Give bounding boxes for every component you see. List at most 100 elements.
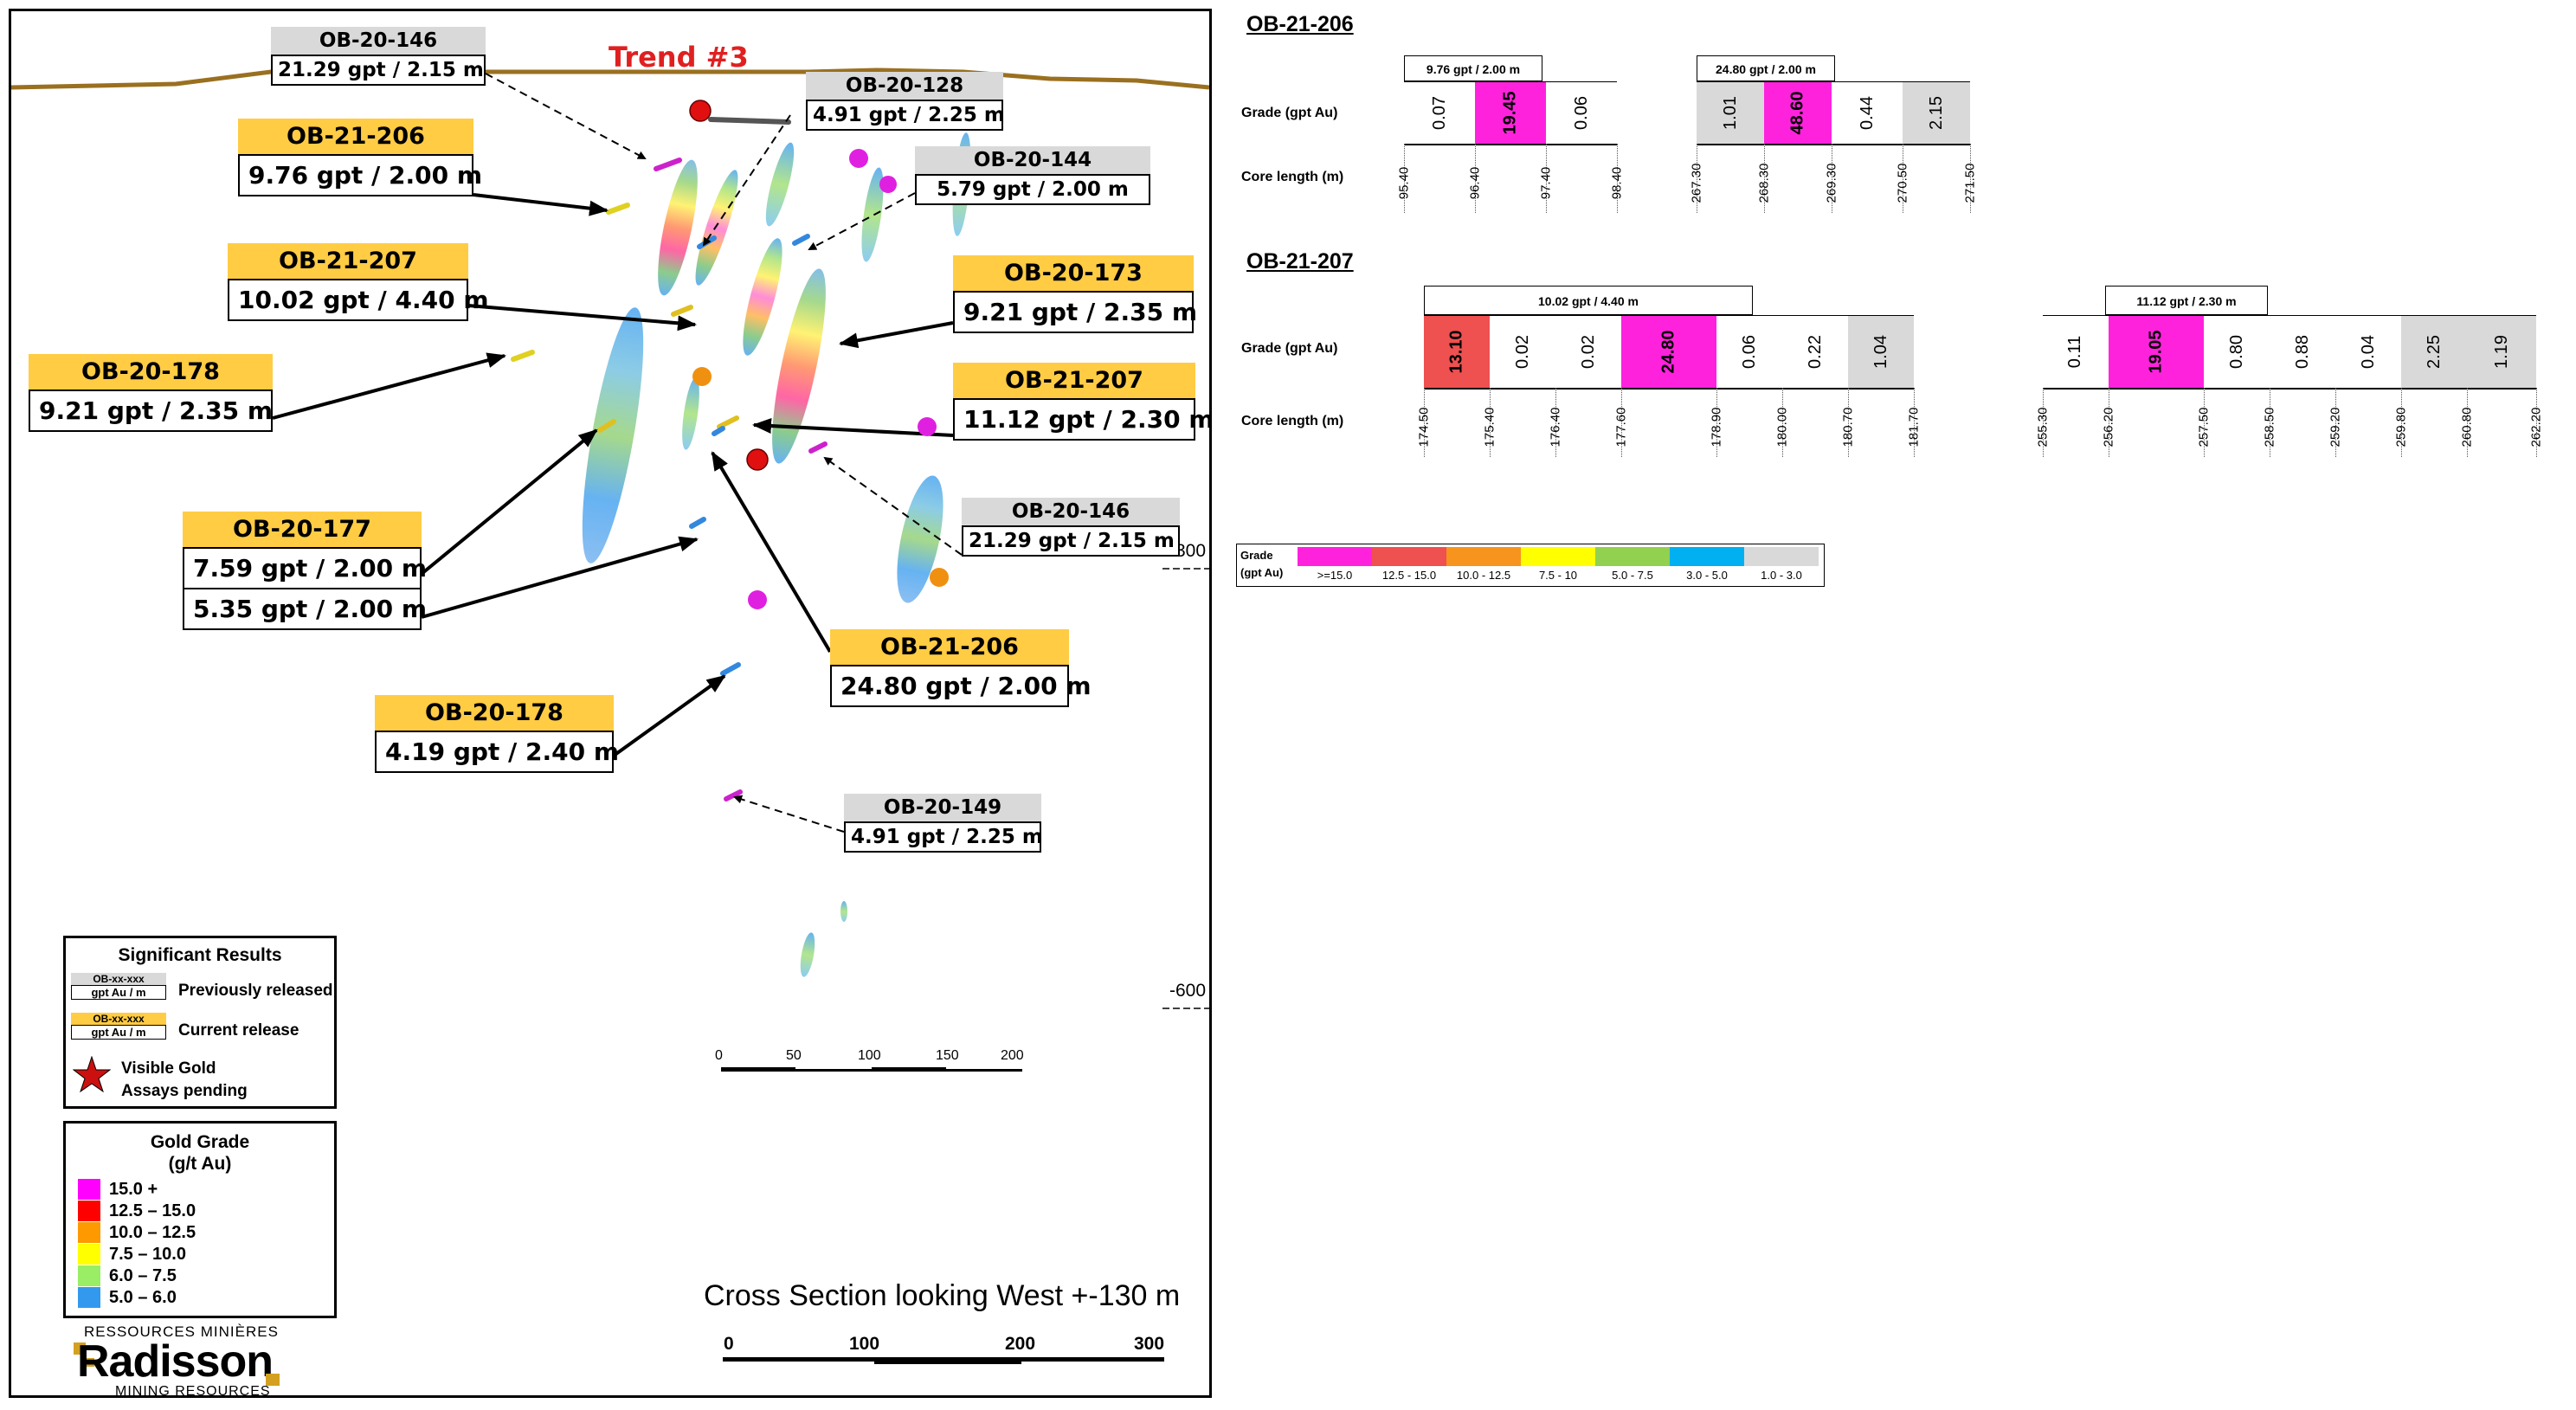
depth-value: 270.50 (1895, 163, 1910, 203)
depth-label: 178.90 (1708, 396, 1725, 457)
grade-swatch (78, 1222, 100, 1243)
grade-value: 0.88 (2292, 335, 2312, 369)
ore-body (765, 142, 795, 227)
grade-scale-label: 3.0 - 5.0 (1686, 569, 1728, 582)
callout-value: 21.29 gpt / 2.15 m (962, 525, 1180, 557)
scale-large-label: 100 (849, 1334, 880, 1354)
scale-large-label: 300 (1134, 1334, 1165, 1354)
grade-cell: 13.10 (1424, 316, 1490, 388)
depth-label: 95.40 (1395, 152, 1413, 213)
callout-value: 10.02 gpt / 4.40 m (228, 279, 489, 321)
sample-hole: OB-xx-xxx (71, 1013, 166, 1025)
grade-cell: 0.11 (2043, 316, 2109, 388)
depth-value: 267.30 (1689, 163, 1704, 203)
depth-value: 95.40 (1396, 166, 1412, 199)
row-grade-label: Grade (gpt Au) (1241, 341, 1338, 356)
intercept-mark (712, 426, 725, 436)
grade-cell: 0.02 (1555, 316, 1621, 388)
visible-gold-label: Visible Gold (121, 1059, 216, 1078)
depth-tick (1475, 144, 1476, 213)
callout-value: 11.12 gpt / 2.30 m (953, 398, 1209, 441)
depth-tick (2204, 388, 2205, 457)
logo-mark (86, 1358, 94, 1367)
grade-item: 5.0 – 6.0 (78, 1287, 177, 1308)
grade-item-label: 10.0 – 12.5 (109, 1222, 196, 1242)
depth-value: 258.50 (2262, 407, 2277, 447)
callout-arrow (702, 114, 791, 247)
callout-c11: OB-21-206 24.80 gpt / 2.00 m (830, 629, 1092, 707)
row-grade-label: Grade (gpt Au) (1241, 106, 1338, 120)
callout-value: 9.21 gpt / 2.35 m (953, 291, 1197, 333)
depth-label: 175.40 (1481, 396, 1498, 457)
logo-mark (266, 1374, 280, 1386)
ore-body (861, 167, 884, 262)
depth-value: 98.40 (1609, 166, 1625, 199)
depth-label: 262.20 (2528, 396, 2545, 457)
legend-grade-unit: (g/t Au) (168, 1154, 232, 1174)
depth-label: 271.50 (1961, 152, 1979, 213)
callout-arrow (420, 428, 598, 576)
intercept-header: 10.02 gpt / 4.40 m (1424, 286, 1753, 315)
depth-label: 268.30 (1755, 152, 1773, 213)
callout-c12: OB-20-178 4.19 gpt / 2.40 m (375, 695, 619, 773)
depth-value: 255.30 (2035, 407, 2051, 447)
grade-item-label: 12.5 – 15.0 (109, 1201, 196, 1220)
grade-marker (918, 417, 937, 436)
scale-small-label: 50 (786, 1048, 802, 1063)
legend-significant-results: Significant Results OB-xx-xxx gpt Au / m… (63, 936, 337, 1109)
depth-value: 256.20 (2101, 407, 2116, 447)
depth-value: 260.80 (2459, 407, 2475, 447)
grade-marker (930, 568, 949, 587)
depth-tick (2467, 388, 2468, 457)
grade-value: 0.07 (1429, 96, 1449, 130)
logo-wordmark: Radisson (77, 1336, 274, 1387)
grade-value: 48.60 (1787, 91, 1807, 135)
grade-item: 12.5 – 15.0 (78, 1201, 196, 1221)
callout-value: 24.80 gpt / 2.00 m (830, 665, 1092, 707)
ore-shapes (511, 117, 971, 977)
callout-arrow (839, 321, 954, 349)
depth-value: 269.30 (1824, 163, 1839, 203)
intercept-mark (708, 117, 791, 125)
callout-c5: OB-21-207 10.02 gpt / 4.40 m (228, 243, 489, 321)
trend-label: Trend #3 (609, 41, 749, 74)
grade-scale-label: 7.5 - 10 (1538, 569, 1578, 582)
grade-scale-label: Grade(gpt Au) (1240, 547, 1283, 582)
visible-gold-marker (689, 100, 712, 122)
callout-arrow (711, 451, 832, 653)
callout-hole: OB-20-146 (271, 27, 486, 55)
ore-body (772, 268, 826, 464)
legend-previous-sample: OB-xx-xxx gpt Au / m (71, 973, 166, 1000)
intercept-mark (654, 158, 682, 171)
grade-marker (692, 367, 712, 386)
callout-arrow (467, 304, 697, 332)
callout-hole: OB-21-207 (228, 243, 468, 279)
previous-label: Previously released (178, 982, 333, 1000)
grade-item-label: 7.5 – 10.0 (109, 1244, 186, 1264)
grade-cell: 2.25 (2401, 316, 2467, 388)
scale-small-label: 100 (858, 1048, 881, 1063)
grade-scale-swatch (1298, 547, 1372, 566)
callout-hole: OB-20-173 (953, 255, 1194, 291)
legend-gold-grade: Gold Grade (g/t Au) 15.0 + 12.5 – 15.0 1… (63, 1121, 337, 1318)
grade-item-label: 6.0 – 7.5 (109, 1265, 177, 1285)
ore-body (658, 159, 698, 296)
radisson-logo: RESSOURCES MINIÈRES Radisson MINING RESO… (74, 1323, 307, 1395)
depth-value: 175.40 (1482, 407, 1497, 447)
grade-value: 19.05 (2146, 330, 2166, 374)
depth-label: 174.50 (1415, 396, 1433, 457)
depth-label: 256.20 (2100, 396, 2117, 457)
depth-label: 96.40 (1466, 152, 1484, 213)
callout-c1: OB-20-146 21.29 gpt / 2.15 m (271, 27, 486, 86)
callout-arrow (485, 73, 647, 159)
grade-item: 10.0 – 12.5 (78, 1222, 196, 1243)
grade-swatch (78, 1244, 100, 1265)
grade-value: 24.80 (1658, 330, 1678, 374)
callout-arrow (473, 193, 609, 216)
intercept-mark (808, 441, 828, 454)
grade-cell: 0.02 (1490, 316, 1555, 388)
legend-current-sample: OB-xx-xxx gpt Au / m (71, 1013, 166, 1040)
depth-value: 271.50 (1962, 163, 1978, 203)
depth-label: 270.50 (1894, 152, 1911, 213)
callout-arrow (612, 674, 726, 757)
